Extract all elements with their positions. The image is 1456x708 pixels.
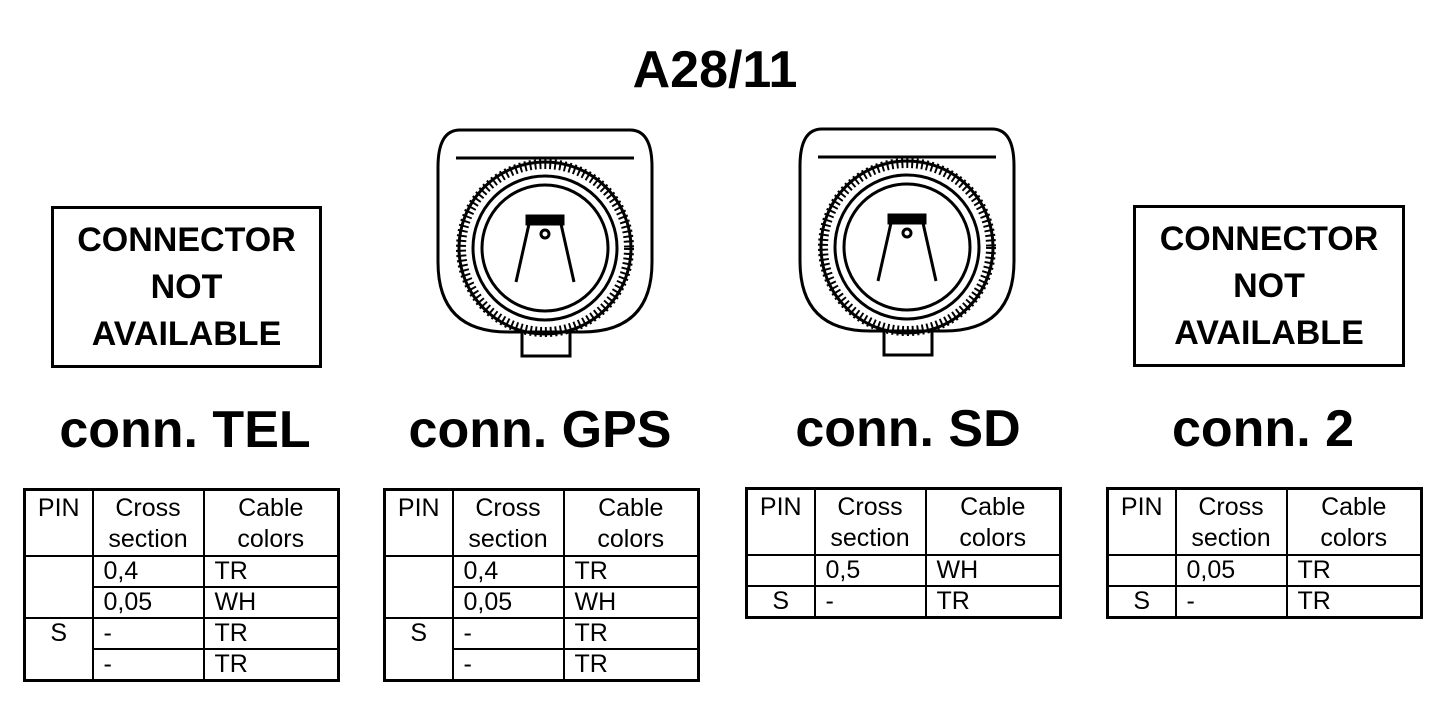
header-cross-section: Cross section (1174, 487, 1288, 556)
not-available-line-2: NOT (150, 267, 223, 306)
cross-section-cell: - (91, 617, 205, 650)
pin-table-sd: PIN Cross section Cable colors 0,5 WH S - … (745, 487, 1062, 619)
header-pin: PIN (383, 488, 454, 557)
cable-color-cell: TR (1285, 585, 1423, 619)
cross-section-cell: 0,05 (451, 586, 565, 619)
cross-section-cell: - (1174, 585, 1288, 619)
pin-cell: S (745, 585, 816, 619)
header-cross-line2: section (108, 525, 188, 553)
cross-section-cell: - (451, 648, 565, 682)
cable-color-cell: TR (562, 648, 700, 682)
connector-sd-label: conn. SD (795, 400, 1021, 458)
pin-table-conn-2: PIN Cross section Cable colors 0,05 TR S -… (1106, 487, 1423, 619)
not-available-line-1: CONNECTOR (1159, 219, 1379, 258)
pin-cell: S (23, 617, 94, 682)
header-cable-line1: Cable (1321, 493, 1387, 521)
cable-color-cell: WH (562, 586, 700, 619)
header-cable-line2: colors (597, 525, 665, 553)
gps-connector-drawing (436, 128, 654, 358)
cable-color-cell: TR (562, 617, 700, 650)
header-cross-line2: section (830, 524, 910, 552)
table-row: 0,05 TR (1106, 554, 1423, 587)
cross-section-cell: 0,05 (1174, 554, 1288, 587)
cable-color-cell: WH (202, 586, 340, 619)
pin-cell (745, 554, 816, 587)
header-cross-line1: Cross (115, 494, 181, 522)
cross-section-cell: 0,05 (91, 586, 205, 619)
header-pin: PIN (745, 487, 816, 556)
cable-color-cell: TR (924, 585, 1062, 619)
pin-table-tel: PIN Cross section Cable colors 0,4 TR 0,05… (23, 488, 340, 682)
table-row: 0,4 TR (383, 555, 700, 619)
header-cable-colors: Cable colors (924, 487, 1062, 556)
header-cross-line2: section (1191, 524, 1271, 552)
header-cross-line1: Cross (837, 493, 903, 521)
header-cable-colors: Cable colors (202, 488, 340, 557)
connector-2-label: conn. 2 (1171, 400, 1355, 458)
cross-section-cell: - (91, 648, 205, 682)
cross-section-cell: - (451, 617, 565, 650)
header-cable-line2: colors (237, 525, 305, 553)
table-row: S - TR (745, 585, 1062, 619)
not-available-line-1: CONNECTOR (77, 220, 296, 259)
coaxial-plug-icon (798, 127, 1016, 357)
table-row: - TR (25, 648, 340, 682)
header-pin: PIN (23, 488, 94, 557)
table-row: S - TR (23, 617, 340, 682)
cross-section-cell: 0,4 (451, 555, 565, 588)
table-row: 0,05 WH (25, 586, 340, 619)
header-cross-section: Cross section (91, 488, 205, 557)
diagram-title: A28/11 (632, 41, 798, 99)
not-available-line-2: NOT (1233, 266, 1305, 305)
table-row: S - TR (1106, 585, 1423, 619)
table-row: 0,05 WH (385, 586, 700, 619)
cable-color-cell: WH (924, 554, 1062, 587)
table-row: 0,5 WH (745, 554, 1062, 587)
connector-tel-label: conn. TEL (59, 401, 311, 459)
cable-color-cell: TR (202, 617, 340, 650)
header-pin: PIN (1106, 487, 1177, 556)
table-row: 0,4 TR (23, 555, 340, 619)
cable-color-cell: TR (562, 555, 700, 588)
cross-section-cell: 0,5 (813, 554, 927, 587)
connector-tel-not-available-box: CONNECTOR NOT AVAILABLE (51, 206, 322, 368)
pin-cell (23, 555, 94, 619)
pin-cell: S (383, 617, 454, 682)
header-cable-line1: Cable (960, 493, 1026, 521)
header-cross-line1: Cross (475, 494, 541, 522)
cross-section-cell: 0,4 (91, 555, 205, 588)
header-cable-line1: Cable (238, 494, 304, 522)
header-cable-line1: Cable (598, 494, 664, 522)
connector-2-not-available-box: CONNECTOR NOT AVAILABLE (1133, 205, 1405, 367)
header-cross-section: Cross section (451, 488, 565, 557)
not-available-line-3: AVAILABLE (91, 314, 282, 353)
not-available-line-3: AVAILABLE (1174, 313, 1364, 352)
pin-cell: S (1106, 585, 1177, 619)
header-cable-colors: Cable colors (562, 488, 700, 557)
table-row: - TR (385, 648, 700, 682)
coaxial-plug-icon (436, 128, 654, 358)
cable-color-cell: TR (202, 555, 340, 588)
header-cable-line2: colors (959, 524, 1027, 552)
table-row: S - TR (383, 617, 700, 682)
pin-cell (383, 555, 454, 619)
header-cross-line1: Cross (1198, 493, 1264, 521)
header-cable-colors: Cable colors (1285, 487, 1423, 556)
header-cross-section: Cross section (813, 487, 927, 556)
pin-table-gps: PIN Cross section Cable colors 0,4 TR 0,05… (383, 488, 700, 682)
cable-color-cell: TR (1285, 554, 1423, 587)
pin-cell (1106, 554, 1177, 587)
sd-connector-drawing (798, 127, 1016, 357)
header-cross-line2: section (468, 525, 548, 553)
cross-section-cell: - (813, 585, 927, 619)
cable-color-cell: TR (202, 648, 340, 682)
connector-gps-label: conn. GPS (408, 401, 672, 459)
header-cable-line2: colors (1320, 524, 1388, 552)
